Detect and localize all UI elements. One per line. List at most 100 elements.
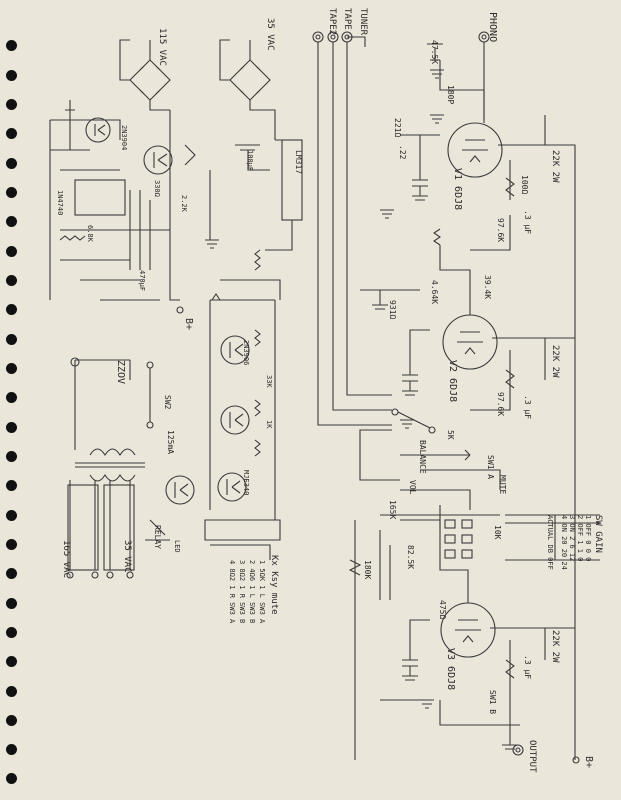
label-r-97k-2: 97.6K (496, 392, 505, 416)
transformer (66, 357, 154, 579)
label-switch-2: SW2 (163, 395, 172, 410)
mute-row-1: 1 5ΩK 1 L SW3 A (258, 560, 266, 624)
tube-v1 (400, 43, 576, 760)
label-r-22k-1: 22K 2W (550, 150, 560, 183)
binder-hole (6, 627, 17, 638)
label-35vac-bottom: 35 VAC (122, 540, 132, 573)
label-output: OUTPUT (527, 740, 537, 773)
binder-hole (6, 715, 17, 726)
label-sw-gain: SW GAIN (593, 515, 603, 553)
binder-hole (6, 686, 17, 697)
label-r-33k: 33K (265, 375, 273, 388)
mute-row-2: 2 4Ω6 1 L SW3 B (248, 560, 256, 623)
label-ztr: ZZOV (115, 360, 126, 384)
binder-hole (6, 128, 17, 139)
label-fuse: 125mA (166, 430, 175, 454)
label-q-2n3906: 2N3906 (242, 340, 250, 365)
label-mute-note: Kx Ksy mute (269, 555, 279, 615)
label-115vac: 115 VAC (157, 28, 167, 66)
label-c-100: 100μF (246, 150, 254, 171)
gain-row-1: 1 OFF 0 0 0 (584, 515, 592, 561)
binder-hole (6, 451, 17, 462)
label-r-6-8k: 6.8K (86, 225, 94, 243)
label-r-475: 475Ω (438, 600, 447, 619)
label-r-100: 100Ω (520, 175, 529, 194)
label-c-22: .22 (398, 145, 407, 160)
transistor-stack (145, 293, 281, 560)
binder-hole (6, 304, 17, 315)
gain-header: ACTUAL DB 0FF (546, 515, 554, 570)
label-r-180k: 180K (363, 560, 372, 579)
binder-hole (6, 99, 17, 110)
mute-row-3: 3 8Ω2 1 R SW3 B (238, 560, 246, 623)
label-r-47k: 47.5K (430, 40, 439, 64)
binder-hole (6, 773, 17, 784)
label-r-1k: 1K (265, 420, 273, 429)
label-c-3uf-2: .3 μF (523, 395, 532, 419)
label-r-931: 931Ω (388, 300, 397, 319)
label-r-39k: 39.4K (483, 275, 492, 299)
binder-hole (6, 422, 17, 433)
label-r-221: 221Ω (393, 118, 402, 137)
binder-hole (6, 363, 17, 374)
label-tube-v1: V1 6DJ8 (452, 168, 463, 210)
label-ic-lm317: LM317 (294, 150, 303, 174)
binder-hole (6, 568, 17, 579)
label-r-165k: 165K (388, 500, 397, 519)
label-relay: RELAY (153, 525, 162, 549)
binder-hole (6, 744, 17, 755)
gain-row-2: 2 OFF 1 1 0 (576, 515, 584, 561)
label-q-2n3904: 2N3904 (120, 125, 128, 150)
label-r-22k-2: 22K 2W (550, 345, 560, 378)
label-tape-input: TAPE (342, 8, 352, 30)
label-r-82k: 82.5K (406, 545, 415, 569)
label-bplus-right: B+ (583, 756, 594, 768)
label-vol: VOL (408, 480, 417, 495)
label-r-10k: 10K (493, 525, 502, 540)
binder-hole (6, 598, 17, 609)
binder-hole (6, 158, 17, 169)
label-bplus-left: B+ (183, 318, 194, 330)
label-tube-v2: V2 6DJ8 (447, 360, 458, 402)
gain-row-4: 4 ON 20 20 24 (560, 515, 568, 570)
label-c-180p: 180P (446, 85, 455, 104)
label-switch-1b: SW1 B (488, 690, 497, 714)
bridge-rectifier-2 (219, 39, 276, 140)
gain-row-3: 3 ON 2 6 12 (568, 515, 576, 561)
label-q-mje340: MJE340 (242, 470, 250, 495)
binder-hole (6, 480, 17, 491)
label-r-5k: 5K (446, 430, 455, 440)
label-switch-1a: SW1 A (486, 455, 495, 479)
binder-hole (6, 510, 17, 521)
label-group: PHONO TUNER TAPE TAPE2 115 VAC 35 VAC 35… (56, 8, 603, 773)
control-circuit (49, 100, 196, 314)
label-zener: 1N4740 (56, 190, 64, 215)
binder-hole (6, 656, 17, 667)
label-led: LED (173, 540, 181, 553)
mute-row-4: 4 8Ω2 1 R SW3 A (228, 560, 236, 624)
label-tube-v3: V3 6DJ8 (445, 648, 456, 690)
binder-hole (6, 216, 17, 227)
binder-hole (6, 275, 17, 286)
label-mute: MUTE (498, 475, 507, 494)
ground-symbols (205, 69, 444, 709)
binder-hole (6, 187, 17, 198)
label-r-97k: 97.6K (496, 218, 505, 242)
label-c-3uf-3: .3 μF (523, 655, 532, 679)
binder-hole (6, 539, 17, 550)
binder-hole (6, 70, 17, 81)
label-c-470: 470μF (138, 270, 146, 291)
label-r-2-2k: 2.2K (180, 195, 188, 213)
label-phono-input: PHONO (487, 12, 498, 42)
tube-v2 (360, 228, 575, 411)
label-balance: BALANCE (418, 440, 427, 474)
tube-v3 (380, 519, 580, 764)
binder-hole (6, 246, 17, 257)
binder-hole (6, 40, 17, 51)
label-r-330: 330Ω (153, 180, 161, 197)
binder-hole (6, 392, 17, 403)
binder-hole (6, 334, 17, 345)
input-jacks (312, 31, 490, 434)
